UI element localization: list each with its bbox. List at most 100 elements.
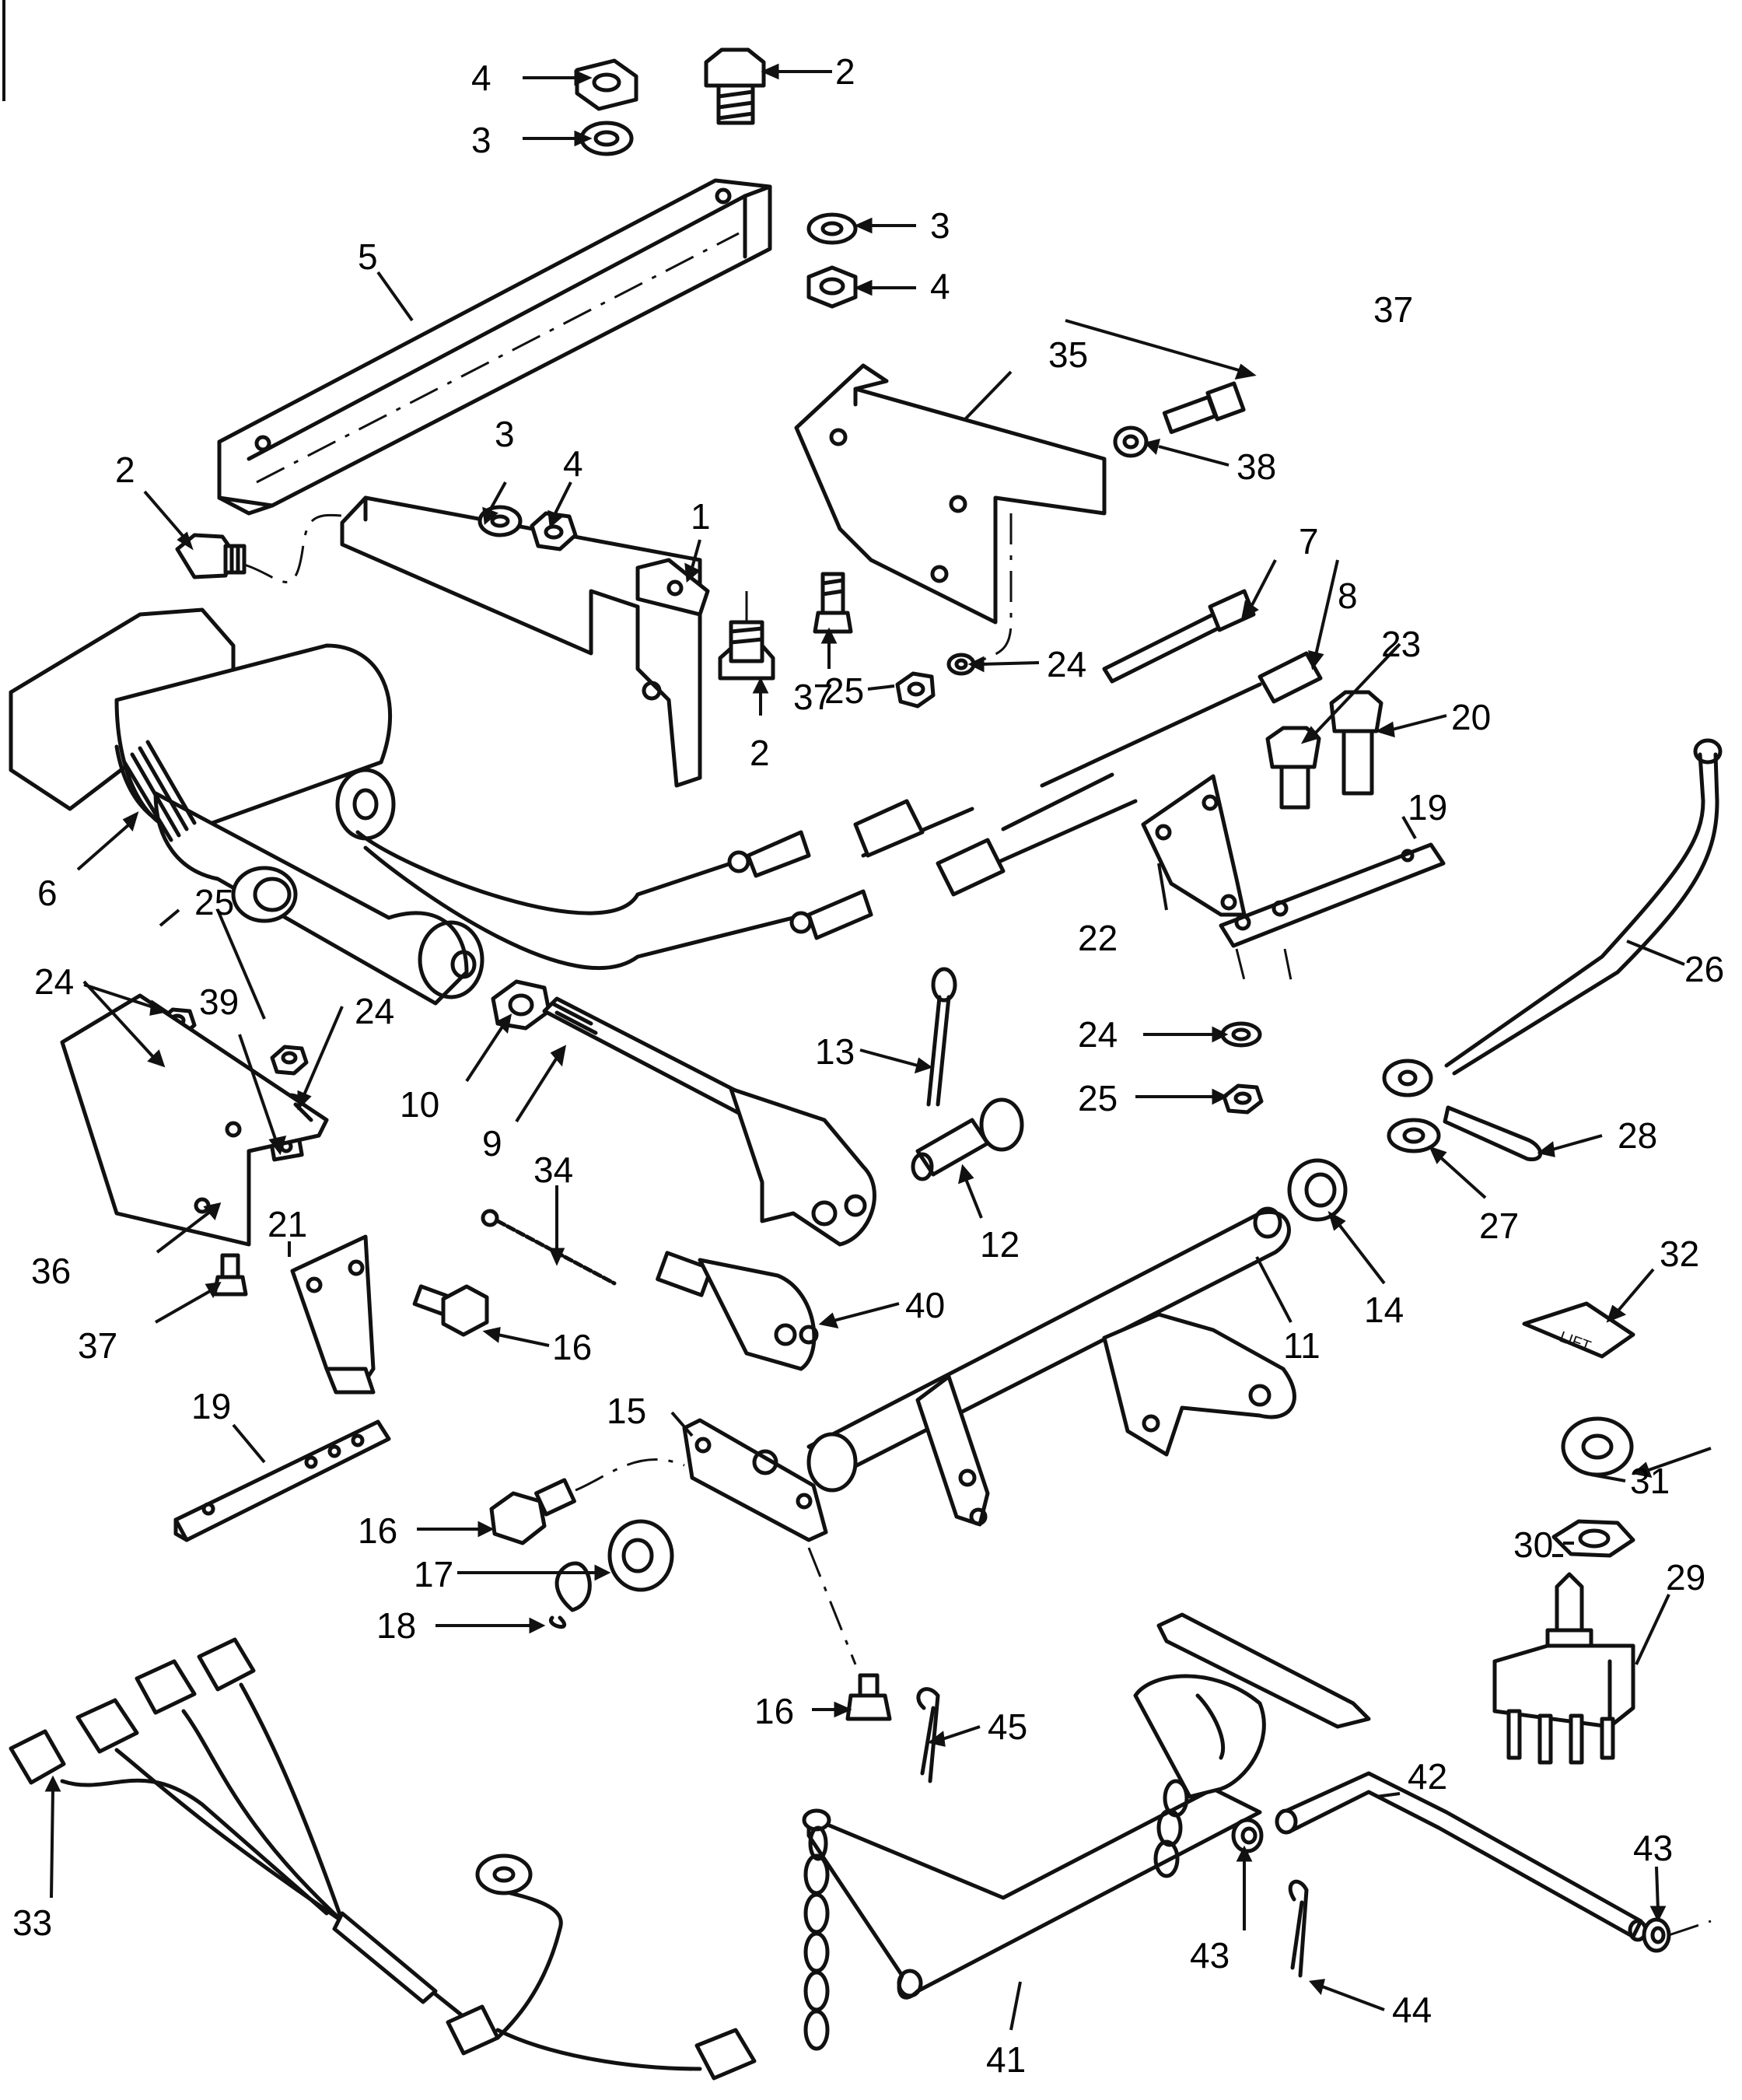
bolt-23: [1265, 726, 1321, 810]
callout-43-right: 43: [1633, 1828, 1673, 1868]
bolt-16-lower: [489, 1478, 576, 1545]
washer-27: [1387, 1118, 1441, 1153]
callout-3-right: 3: [930, 205, 950, 246]
callout-3-center: 3: [495, 414, 515, 454]
hair-pin-44: [1288, 1879, 1309, 1978]
callout-24-right: 24: [1078, 1014, 1118, 1055]
chain-right: [1153, 1779, 1189, 1878]
callout-19-right: 19: [1408, 787, 1447, 828]
callout-3-top: 3: [471, 120, 491, 160]
callout-45: 45: [988, 1706, 1027, 1747]
callout-41: 41: [986, 2039, 1026, 2080]
callout-13: 13: [815, 1031, 855, 1072]
callout-25-top: 25: [824, 670, 864, 711]
callout-37-left: 37: [78, 1325, 117, 1366]
callout-20: 20: [1451, 697, 1491, 737]
hair-pin-45: [916, 1687, 940, 1783]
toggle-switch-29: [1492, 1572, 1635, 1765]
bolt-16-bottom: [845, 1673, 892, 1721]
callout-16-lower: 16: [358, 1510, 397, 1551]
callout-15: 15: [607, 1391, 646, 1431]
callout-22: 22: [1078, 918, 1118, 958]
knurled-nut-31: [1561, 1416, 1634, 1477]
callout-labels: 4 3 2 3 4 5 37 38 35 2 3 4 1 37 2 7 8 23…: [12, 51, 1724, 2080]
callout-4-top: 4: [471, 58, 491, 98]
rock-shaft-11: [806, 1206, 1296, 1527]
lift-arm-41: [802, 1612, 1371, 2000]
nut-4-center: [530, 511, 578, 551]
callout-4-right: 4: [930, 266, 950, 306]
callout-29: 29: [1666, 1557, 1705, 1598]
screw-37-top-right: [1162, 381, 1246, 434]
callout-24-top: 24: [1047, 644, 1086, 684]
callout-23: 23: [1381, 624, 1421, 664]
bolt-2-top: [704, 47, 766, 125]
callout-25-left: 25: [194, 882, 234, 922]
connector-7: [1102, 589, 1256, 684]
callout-10: 10: [400, 1084, 439, 1125]
leader-lines: [44, 63, 1712, 2031]
callout-34: 34: [533, 1150, 573, 1190]
callout-14: 14: [1364, 1290, 1404, 1330]
callout-24-left: 24: [34, 961, 74, 1002]
chain-left: [803, 1825, 830, 2051]
washer-43-right: [1642, 1917, 1671, 1953]
channel-rail-5: [217, 178, 772, 516]
callout-37-top-right: 37: [1373, 289, 1413, 330]
callout-8: 8: [1338, 576, 1358, 616]
bolt-2-left: [175, 533, 247, 579]
callout-36: 36: [31, 1251, 71, 1291]
callout-38: 38: [1237, 446, 1276, 487]
snap-ring-18: [548, 1561, 592, 1629]
connector-8: [853, 651, 1323, 897]
linear-actuator-6: [9, 607, 796, 1006]
mounting-bracket-1: [340, 495, 710, 788]
callout-5: 5: [358, 236, 378, 277]
cotter-pin-13: [926, 967, 957, 1107]
callout-2-left: 2: [115, 450, 135, 490]
nut-4-right: [806, 265, 858, 309]
screw-37-left: [212, 1253, 248, 1297]
callout-16-bottom: 16: [754, 1691, 794, 1731]
nut-25-top: [895, 671, 936, 709]
callout-16-mid: 16: [552, 1327, 592, 1367]
callout-39: 39: [199, 982, 239, 1022]
lanyard-34: [481, 1209, 617, 1286]
callout-42: 42: [1408, 1756, 1447, 1797]
callout-12: 12: [980, 1224, 1020, 1265]
callout-25-right: 25: [1078, 1078, 1118, 1118]
actuator-terminals: [727, 830, 873, 940]
bolt-16-mid: [412, 1284, 489, 1337]
callout-2-top: 2: [835, 51, 855, 92]
callout-40: 40: [905, 1285, 945, 1325]
callout-6: 6: [37, 873, 58, 913]
callout-1: 1: [691, 496, 711, 537]
nut-25-right: [1222, 1083, 1264, 1115]
strap-19-right: [1219, 842, 1446, 948]
washer-43-mid: [1231, 1818, 1264, 1853]
clevis-pin-12: [911, 1097, 1024, 1181]
callout-9: 9: [482, 1123, 502, 1164]
callout-7: 7: [1299, 521, 1319, 562]
callout-43-mid: 43: [1190, 1935, 1230, 1976]
callout-2-center: 2: [750, 733, 770, 773]
bolt-20: [1329, 690, 1383, 796]
callout-19-left: 19: [191, 1386, 231, 1426]
washer-38: [1113, 425, 1149, 458]
lift-rod-26: [1382, 738, 1723, 1097]
lock-washer-3-right: [806, 212, 858, 245]
callout-44: 44: [1392, 1990, 1432, 2030]
threaded-rod-end-9: [542, 996, 876, 1247]
switch-bracket-35: [794, 363, 1107, 625]
flat-washer-17: [607, 1519, 674, 1592]
bracket-22: [1141, 774, 1247, 917]
callout-30: 30: [1513, 1524, 1553, 1565]
hex-nut-30: [1551, 1519, 1635, 1558]
callout-32: 32: [1660, 1234, 1699, 1274]
lift-rod-42: [1275, 1771, 1648, 1942]
callout-17: 17: [414, 1554, 453, 1594]
washer-14: [1287, 1158, 1348, 1222]
nut-4-top: [575, 58, 638, 111]
bolt-2-center: [718, 620, 775, 681]
